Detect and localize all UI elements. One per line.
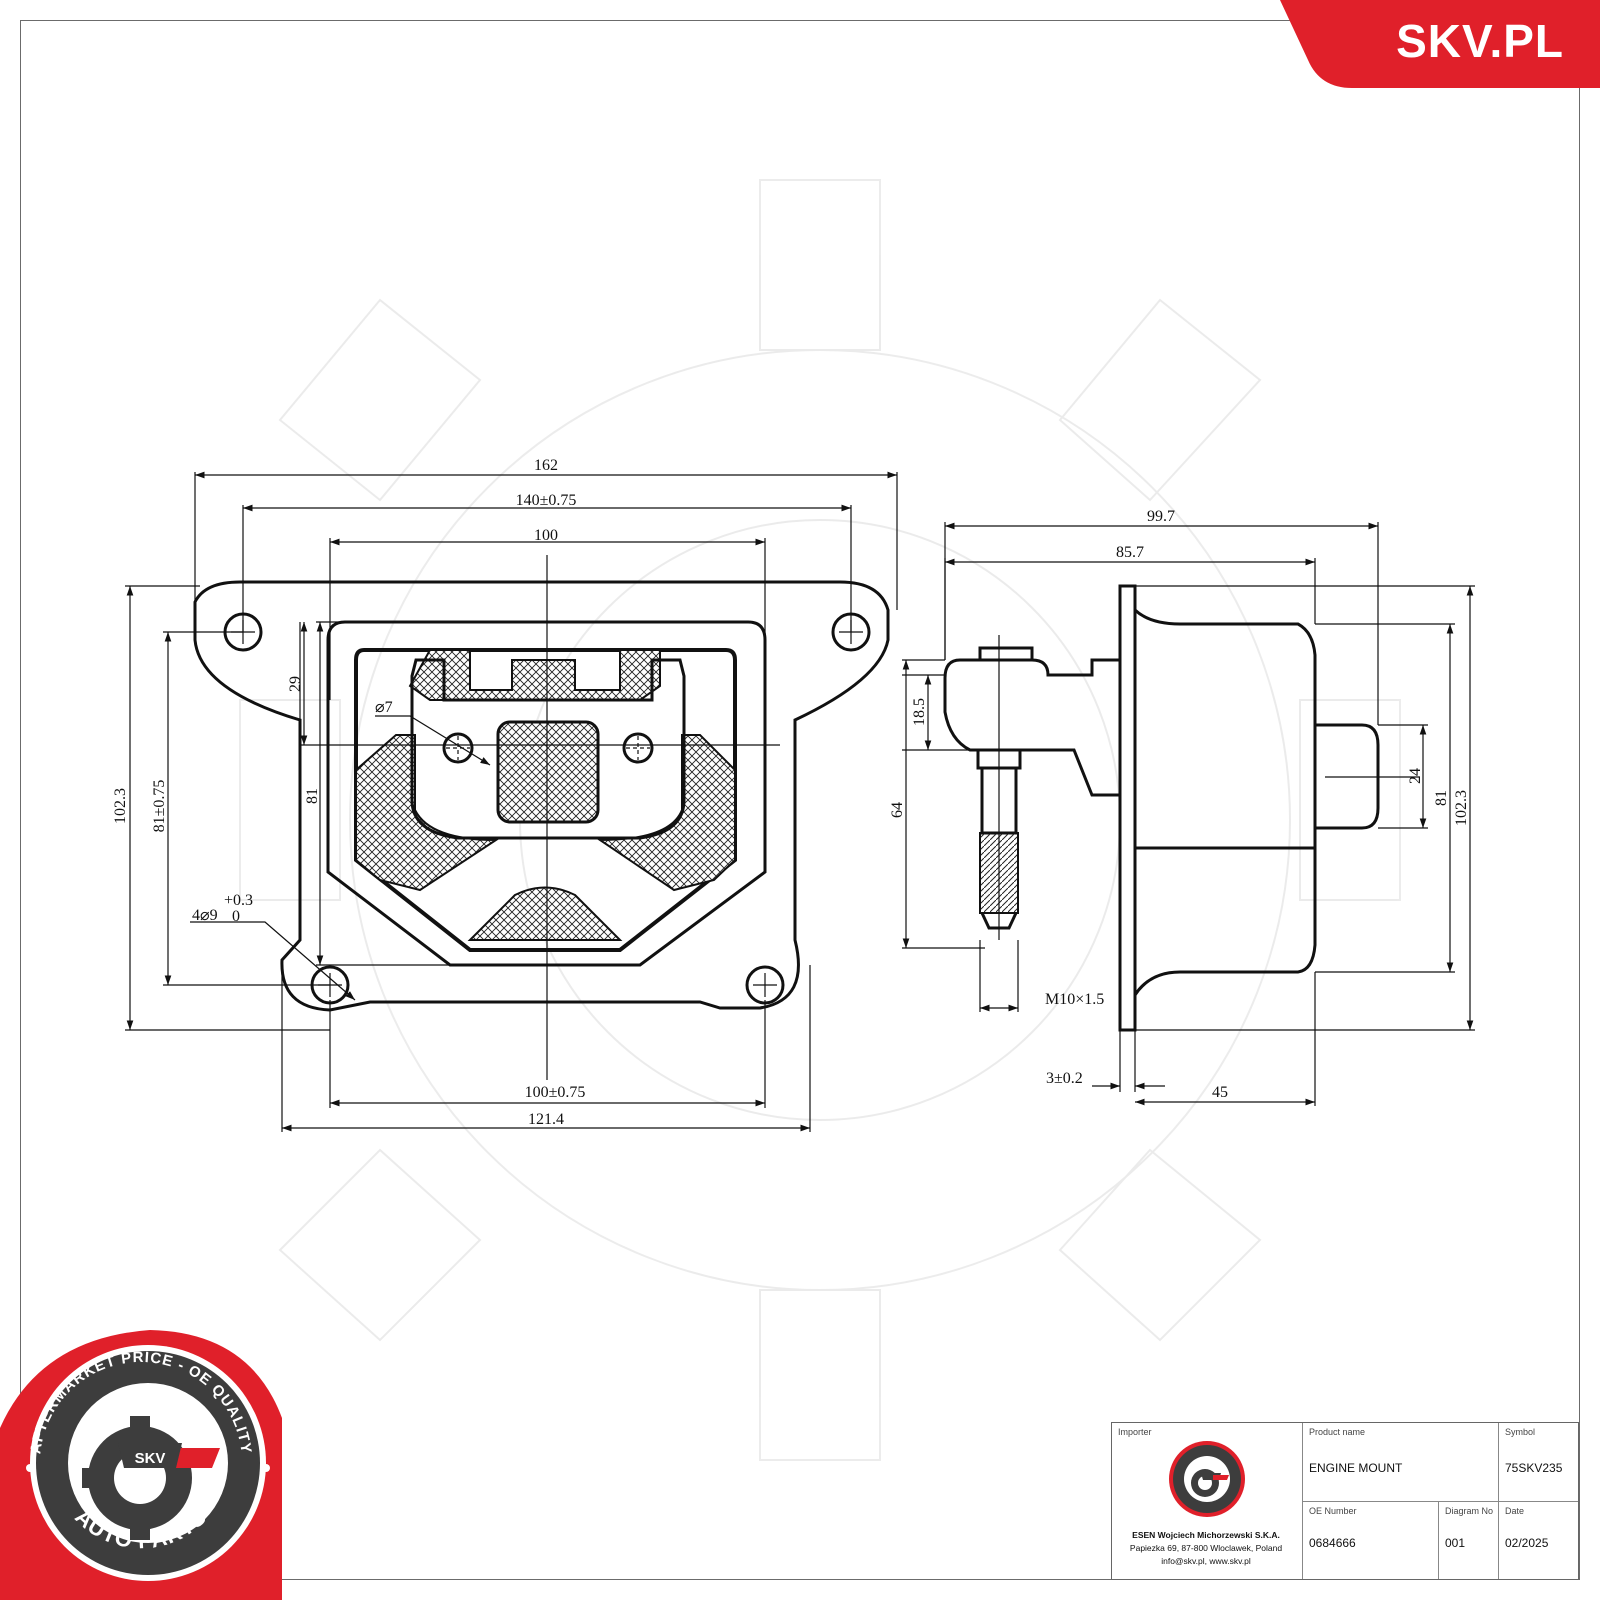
seal-center-text: SKV: [135, 1450, 166, 1467]
dim-mount-holes-tol-lower: 0: [232, 908, 240, 925]
dim-side-overall-height: 102.3: [1453, 790, 1470, 826]
dim-mount-holes-tol-upper: +0.3: [224, 892, 253, 909]
diagram-no-cell: Diagram No 001: [1438, 1501, 1498, 1579]
symbol-value: 75SKV235: [1505, 1461, 1563, 1475]
front-view: [193, 580, 890, 1012]
dim-bottom-hole-spacing: 100±0.75: [525, 1084, 586, 1101]
product-name-cell: Product name ENGINE MOUNT: [1302, 1423, 1498, 1501]
date-value: 02/2025: [1505, 1536, 1549, 1550]
front-dimension-texts: 162 140±0.75 100 102.3 81±0.75 81 29 ⌀7 …: [112, 457, 585, 1128]
dim-body-depth: 85.7: [1116, 544, 1144, 561]
importer-logo: [1169, 1441, 1245, 1517]
dim-inner-height: 81: [304, 788, 321, 804]
dim-overall-width: 162: [534, 457, 558, 474]
dim-small-hole: ⌀7: [375, 699, 393, 716]
quality-seal: AFTERMARKET PRICE - OE QUALITY AUTO PART…: [0, 1330, 282, 1600]
drawing-frame: [20, 20, 1580, 1580]
dim-overall-height: 102.3: [112, 788, 129, 824]
dim-stud-length: 64: [889, 802, 906, 818]
dim-mount-holes: 4⌀9: [192, 907, 218, 924]
diagram-no-label: Diagram No: [1445, 1506, 1494, 1516]
product-name-label: Product name: [1309, 1427, 1366, 1437]
importer-name: ESEN Wojciech Michorzewski S.K.A.: [1132, 1530, 1280, 1540]
dim-hole-spacing-vertical: 81±0.75: [151, 780, 168, 833]
date-cell: Date 02/2025: [1498, 1501, 1578, 1579]
title-block: Importer ESEN Wojciech Michorzewski S.K.…: [1111, 1422, 1579, 1580]
side-flange: [1118, 584, 1137, 1032]
dim-bracket-height: 18.5: [911, 698, 928, 726]
watermark-gear-icon: [239, 179, 1401, 1461]
importer-cell: Importer ESEN Wojciech Michorzewski S.K.…: [1112, 1423, 1302, 1579]
product-name-value: ENGINE MOUNT: [1309, 1461, 1403, 1475]
importer-contact[interactable]: info@skv.pl, www.skv.pl: [1161, 1556, 1251, 1566]
dim-hole-spacing-top: 140±0.75: [516, 492, 577, 509]
brand-tab: [1280, 0, 1600, 88]
symbol-cell: Symbol 75SKV235: [1498, 1423, 1578, 1501]
symbol-label: Symbol: [1505, 1427, 1536, 1437]
front-dimension-lines: [125, 471, 898, 1132]
brand-site[interactable]: SKV.PL: [1396, 15, 1564, 67]
dim-body-length: 45: [1212, 1084, 1228, 1101]
side-body: [1133, 608, 1317, 996]
dim-thread: M10×1.5: [1045, 991, 1104, 1008]
side-centerlines: [998, 635, 1420, 940]
date-label: Date: [1505, 1506, 1525, 1516]
dim-bottom-width: 121.4: [528, 1111, 564, 1128]
side-view: [943, 584, 1380, 1032]
dim-boss-height: 24: [1407, 768, 1424, 784]
dim-body-height: 81: [1433, 790, 1450, 806]
dim-inner-width: 100: [534, 527, 558, 544]
front-outer-plate: [193, 580, 890, 1012]
side-bracket: [943, 658, 1120, 797]
diagram-no-value: 001: [1445, 1536, 1466, 1550]
side-dimension-lines: [902, 522, 1475, 1106]
dim-pocket-depth: 29: [287, 676, 304, 692]
side-dimension-texts: 99.7 85.7 18.5 64 M10×1.5 3±0.2 45 24 81…: [889, 508, 1470, 1101]
dim-flange-thickness: 3±0.2: [1046, 1070, 1083, 1087]
dim-overall-depth: 99.7: [1147, 508, 1175, 525]
oe-number-value: 0684666: [1309, 1536, 1356, 1550]
front-inner-recess: [326, 620, 767, 967]
importer-address: Papiezka 69, 87-800 Wloclawek, Poland: [1129, 1543, 1283, 1553]
oe-number-label: OE Number: [1309, 1506, 1357, 1516]
oe-number-cell: OE Number 0684666: [1302, 1501, 1438, 1579]
importer-label: Importer: [1118, 1427, 1152, 1437]
